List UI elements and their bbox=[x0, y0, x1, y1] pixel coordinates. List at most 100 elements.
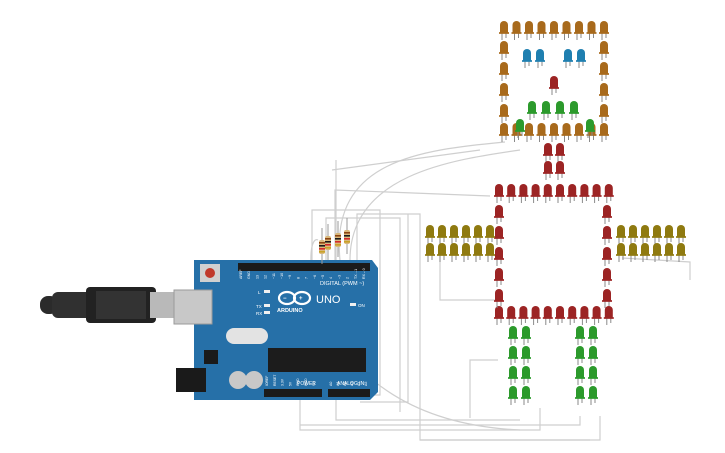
led[interactable] bbox=[524, 21, 534, 40]
led[interactable] bbox=[461, 243, 471, 262]
usb-cable[interactable] bbox=[40, 287, 178, 323]
led[interactable] bbox=[652, 243, 662, 262]
led[interactable] bbox=[499, 104, 509, 123]
resistor[interactable] bbox=[319, 228, 325, 264]
led[interactable] bbox=[628, 243, 638, 262]
led[interactable] bbox=[521, 346, 531, 365]
led[interactable] bbox=[425, 225, 435, 244]
led[interactable] bbox=[485, 243, 495, 262]
wire[interactable] bbox=[300, 416, 581, 426]
wire[interactable] bbox=[338, 141, 506, 261]
led[interactable] bbox=[567, 306, 578, 325]
led[interactable] bbox=[602, 247, 612, 266]
led[interactable] bbox=[543, 143, 553, 162]
led[interactable] bbox=[574, 123, 584, 142]
wire[interactable] bbox=[299, 395, 541, 431]
led[interactable] bbox=[536, 123, 547, 142]
digital-header[interactable] bbox=[238, 263, 370, 271]
led[interactable] bbox=[664, 225, 674, 244]
led[interactable] bbox=[640, 225, 650, 244]
led[interactable] bbox=[602, 226, 612, 245]
led[interactable] bbox=[555, 143, 565, 162]
led[interactable] bbox=[599, 123, 609, 142]
led[interactable] bbox=[515, 119, 525, 138]
led[interactable] bbox=[549, 123, 559, 142]
led[interactable] bbox=[599, 104, 609, 123]
led[interactable] bbox=[602, 289, 612, 308]
led[interactable] bbox=[499, 123, 509, 142]
led[interactable] bbox=[549, 21, 559, 40]
wire[interactable] bbox=[331, 149, 481, 171]
led[interactable] bbox=[640, 243, 650, 262]
led[interactable] bbox=[425, 243, 435, 262]
led[interactable] bbox=[575, 386, 585, 405]
led-robot[interactable] bbox=[425, 21, 686, 405]
led[interactable] bbox=[535, 49, 545, 68]
led[interactable] bbox=[506, 306, 517, 325]
led[interactable] bbox=[437, 225, 447, 244]
led[interactable] bbox=[603, 184, 614, 203]
led[interactable] bbox=[585, 119, 595, 138]
led[interactable] bbox=[506, 184, 517, 203]
resistor[interactable] bbox=[335, 221, 341, 257]
led[interactable] bbox=[508, 326, 518, 345]
led[interactable] bbox=[567, 184, 578, 203]
led[interactable] bbox=[555, 306, 565, 325]
led[interactable] bbox=[511, 21, 522, 40]
led[interactable] bbox=[518, 306, 529, 325]
led[interactable] bbox=[588, 346, 598, 365]
resistor[interactable] bbox=[344, 218, 350, 254]
led[interactable] bbox=[530, 184, 541, 203]
led[interactable] bbox=[616, 243, 626, 262]
led[interactable] bbox=[591, 184, 602, 203]
led[interactable] bbox=[569, 101, 579, 120]
led[interactable] bbox=[555, 184, 565, 203]
led[interactable] bbox=[664, 243, 674, 262]
led[interactable] bbox=[574, 21, 584, 40]
led[interactable] bbox=[543, 161, 553, 180]
led[interactable] bbox=[521, 366, 531, 385]
led[interactable] bbox=[530, 306, 541, 325]
led[interactable] bbox=[494, 289, 504, 308]
led[interactable] bbox=[599, 62, 609, 81]
wire[interactable] bbox=[349, 149, 521, 261]
led[interactable] bbox=[499, 21, 509, 40]
led[interactable] bbox=[555, 101, 565, 120]
led[interactable] bbox=[518, 184, 529, 203]
led[interactable] bbox=[473, 243, 483, 262]
led[interactable] bbox=[579, 184, 590, 203]
led[interactable] bbox=[599, 41, 609, 60]
wire[interactable] bbox=[360, 214, 409, 403]
led[interactable] bbox=[602, 268, 612, 287]
led[interactable] bbox=[461, 225, 471, 244]
led[interactable] bbox=[542, 184, 553, 203]
led[interactable] bbox=[508, 346, 518, 365]
led[interactable] bbox=[542, 306, 553, 325]
led[interactable] bbox=[449, 243, 459, 262]
led[interactable] bbox=[599, 21, 609, 40]
power-header[interactable] bbox=[264, 389, 322, 397]
resistor[interactable] bbox=[325, 224, 331, 260]
led[interactable] bbox=[563, 49, 573, 68]
led[interactable] bbox=[473, 225, 483, 244]
led[interactable] bbox=[536, 21, 547, 40]
led[interactable] bbox=[499, 62, 509, 81]
led[interactable] bbox=[603, 306, 614, 325]
led[interactable] bbox=[549, 76, 559, 95]
led[interactable] bbox=[499, 41, 509, 60]
wire[interactable] bbox=[621, 257, 691, 280]
led[interactable] bbox=[449, 225, 459, 244]
wire[interactable] bbox=[469, 359, 498, 418]
led[interactable] bbox=[555, 161, 565, 180]
led[interactable] bbox=[524, 123, 534, 142]
led[interactable] bbox=[494, 306, 504, 325]
led[interactable] bbox=[499, 83, 509, 102]
led[interactable] bbox=[575, 326, 585, 345]
led[interactable] bbox=[494, 205, 504, 224]
led[interactable] bbox=[588, 326, 598, 345]
wire[interactable] bbox=[420, 416, 601, 441]
led[interactable] bbox=[508, 386, 518, 405]
led[interactable] bbox=[494, 268, 504, 287]
led[interactable] bbox=[676, 225, 686, 244]
